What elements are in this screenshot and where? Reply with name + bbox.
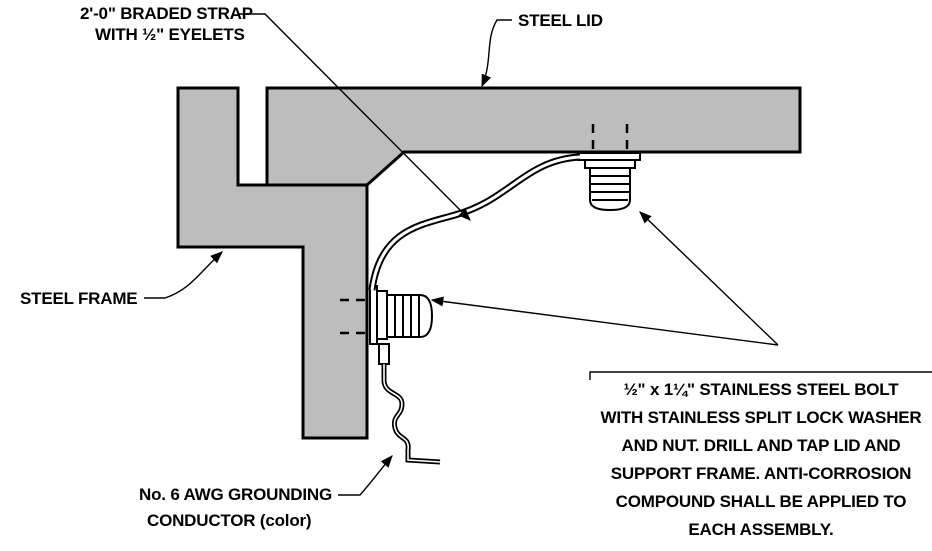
bolt-note-line5: COMPOUND SHALL BE APPLIED TO <box>616 492 907 511</box>
steel-frame <box>176 86 369 440</box>
steel-frame-label: STEEL FRAME <box>20 289 137 308</box>
conductor-label-line1: No. 6 AWG GROUNDING <box>139 485 332 504</box>
bolt-note-line2: WITH STAINLESS SPLIT LOCK WASHER <box>600 408 921 427</box>
conductor-label-line2: CONDUCTOR (color) <box>147 511 311 530</box>
steel-lid-label: STEEL LID <box>518 11 603 30</box>
strap-label-line2: WITH ½" EYELETS <box>95 25 245 44</box>
steel-lid <box>265 86 802 187</box>
braided-strap <box>368 153 581 291</box>
bolt-note-line6: EACH ASSEMBLY. <box>688 520 833 539</box>
bolt-note: ½" x 1¼" STAINLESS STEEL BOLT WITH STAIN… <box>600 380 921 539</box>
bolt-note-line1: ½" x 1¼" STAINLESS STEEL BOLT <box>624 380 900 399</box>
bolt-note-line3: AND NUT. DRILL AND TAP LID AND <box>622 436 901 455</box>
grounding-conductor <box>378 343 441 465</box>
leader-lines <box>144 13 932 496</box>
strap-label-line1: 2'-0" BRADED STRAP <box>80 4 253 23</box>
lid-bolt-assembly <box>577 124 641 212</box>
bolt-note-line4: SUPPORT FRAME. ANTI-CORROSION <box>611 464 912 483</box>
